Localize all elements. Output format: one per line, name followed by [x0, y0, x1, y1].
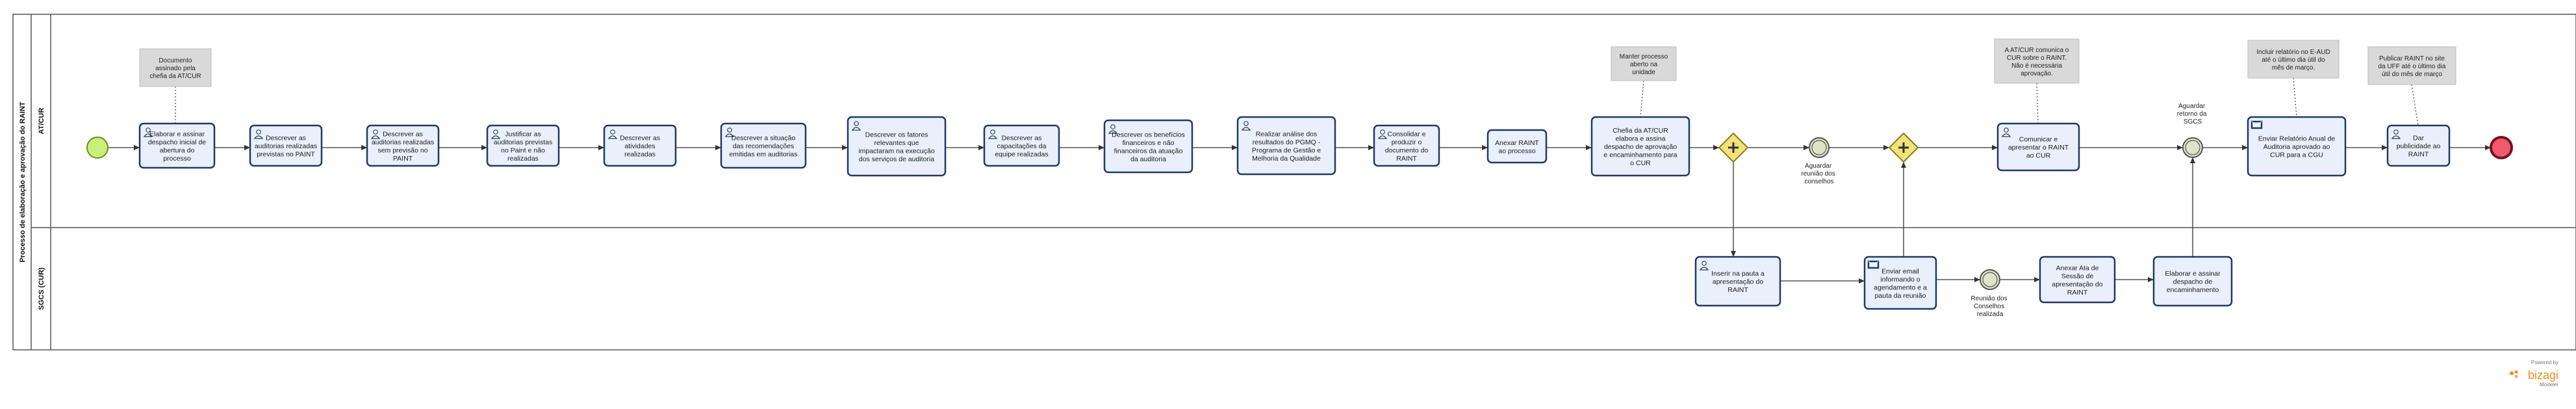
user-task-icon	[1377, 129, 1388, 139]
pool-label: Processo de elaboração e aprovação do RA…	[19, 101, 27, 262]
user-task-icon	[370, 129, 381, 139]
parallel-gateway-2[interactable]	[1888, 132, 1919, 163]
association-line	[2036, 83, 2039, 124]
start-event[interactable]	[86, 137, 108, 159]
user-task-icon	[724, 127, 735, 137]
user-task-icon	[851, 121, 861, 131]
user-task-icon	[491, 129, 501, 139]
sequence-flows	[108, 145, 2491, 284]
user-task-icon	[1108, 124, 1118, 134]
user-task-icon	[988, 129, 998, 139]
svg-text:Modeler: Modeler	[2540, 382, 2558, 388]
user-task-icon	[253, 129, 264, 139]
user-task-icon	[2001, 127, 2011, 137]
bizagi-logo: Powered by bizagi Modeler	[2510, 360, 2558, 388]
event-label-2: Aguardar retorno da SGCS	[2177, 103, 2208, 125]
user-task-icon	[607, 129, 618, 139]
end-event[interactable]	[2490, 136, 2513, 159]
user-task-icon	[1241, 121, 1251, 131]
event-label-1: Aguardar reunião dos conselhos	[1801, 163, 1837, 185]
association-line	[2411, 84, 2419, 126]
intermediate-event-3[interactable]	[1980, 269, 2000, 290]
lane-label-atcur: AT/CUR	[38, 108, 45, 135]
lane-label-sgcs: SGCS (CUR)	[38, 267, 45, 310]
send-task-icon	[1867, 260, 1880, 269]
svg-text:bizagi: bizagi	[2528, 369, 2558, 382]
pool: Processo de elaboração e aprovação do RA…	[12, 14, 2576, 350]
user-task-icon	[2391, 129, 2401, 139]
parallel-gateway-1[interactable]	[1718, 132, 1749, 163]
user-task-icon	[143, 127, 153, 137]
svg-text:Powered by: Powered by	[2531, 360, 2558, 365]
send-task-icon	[2251, 120, 2263, 129]
intermediate-event-2[interactable]	[2182, 137, 2203, 158]
annotation-associations	[175, 77, 2419, 126]
intermediate-event-1[interactable]	[1809, 137, 1830, 158]
event-label-3: Reunião dos Conselhos realizada	[1971, 295, 2009, 318]
user-task-icon	[1699, 261, 1709, 270]
association-line	[1640, 80, 1644, 118]
association-line	[2293, 77, 2297, 118]
